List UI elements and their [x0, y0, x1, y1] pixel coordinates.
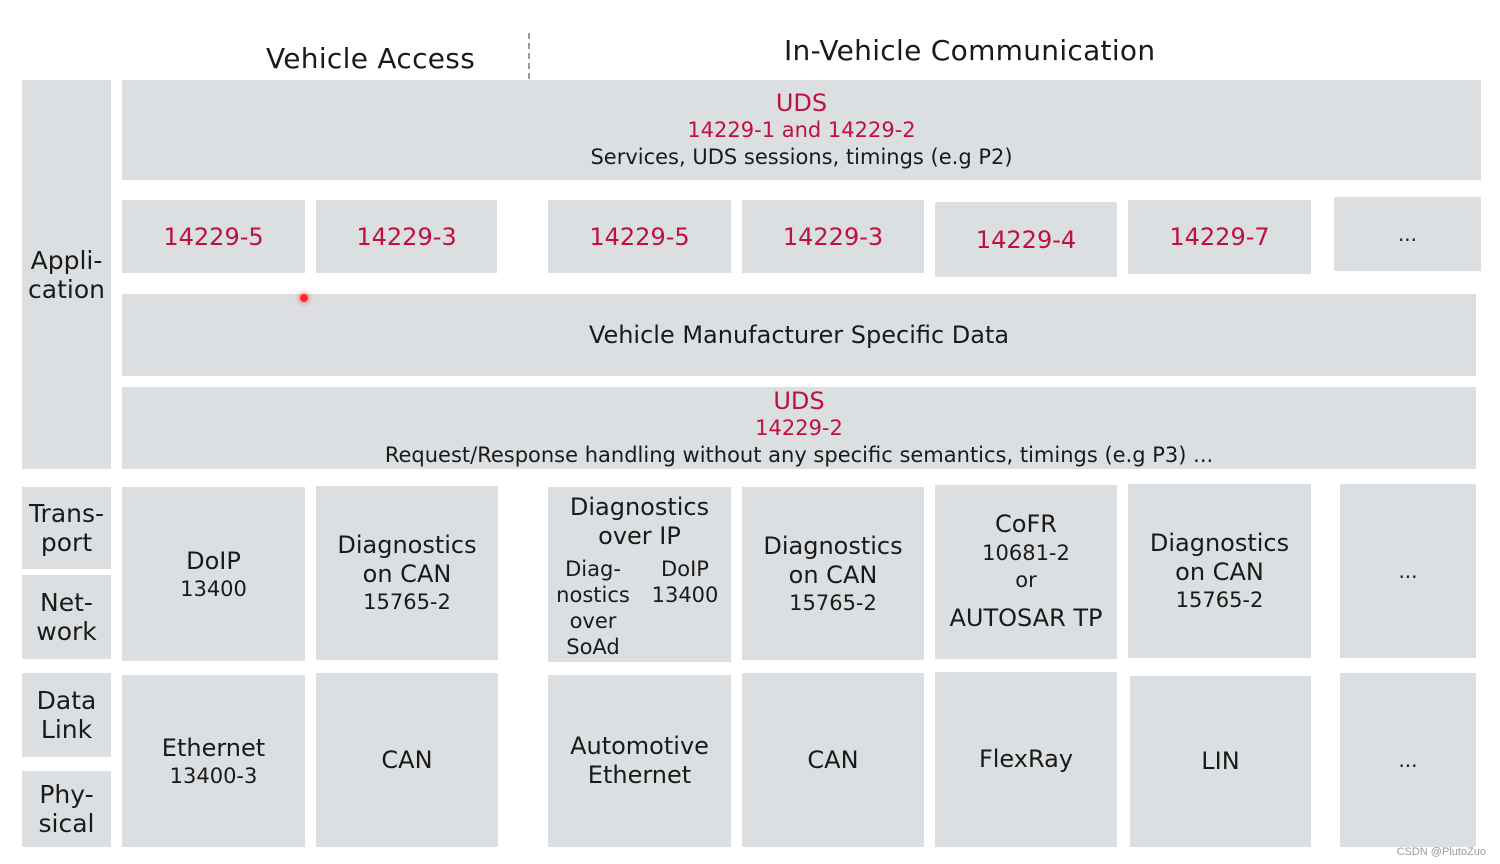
- doip-name: DoIP: [186, 546, 241, 575]
- cofr-or: or: [1015, 568, 1037, 592]
- flexray-physical: FlexRay: [935, 672, 1117, 847]
- vehicle-manufacturer-data: Vehicle Manufacturer Specific Data: [122, 294, 1476, 376]
- doip-iv-soad: Diag- nostics over SoAd: [556, 557, 630, 659]
- layer-transport-label: Trans- port: [28, 499, 105, 557]
- doip-iv-name: Diagnostics over IP: [569, 493, 710, 550]
- layer-application-label: Appli- cation: [28, 245, 105, 304]
- uds-services-block: UDS 14229-1 and 14229-2 Services, UDS se…: [122, 80, 1481, 180]
- uds-top-standards: 14229-1 and 14229-2: [687, 118, 916, 142]
- layer-network-label: Net- work: [36, 588, 97, 646]
- uds-bottom-description: Request/Response handling without any sp…: [384, 443, 1214, 467]
- cofr-transport: CoFR 10681-2 or AUTOSAR TP: [935, 485, 1117, 659]
- doip-transport-in-vehicle: Diagnostics over IP Diag- nostics over S…: [548, 487, 731, 662]
- uds-bottom-standard: 14229-2: [755, 416, 843, 440]
- can-physical-in-vehicle: CAN: [742, 673, 924, 847]
- app-part-14229-5-iv: 14229-5: [548, 200, 731, 273]
- mouse-pointer-indicator: [300, 294, 308, 302]
- watermark: CSDN @PlutoZuo: [1396, 846, 1486, 858]
- can-physical-vehicle-access: CAN: [316, 673, 498, 847]
- docan-va-name: Diagnostics on CAN: [337, 531, 477, 588]
- layer-physical: Phy- sical: [22, 771, 111, 847]
- lin-physical: LIN: [1130, 676, 1311, 847]
- in-vehicle-communication-header: In-Vehicle Communication: [784, 34, 1156, 67]
- docan-iv1-name: Diagnostics on CAN: [763, 531, 903, 589]
- app-part-14229-4: 14229-4: [935, 202, 1117, 277]
- uds-top-title: UDS: [775, 89, 828, 117]
- docan-iv1-standard: 15765-2: [789, 590, 877, 615]
- docan-transport-vehicle-access: Diagnostics on CAN 15765-2: [316, 486, 498, 660]
- cofr-standard: 10681-2: [982, 541, 1070, 565]
- docan-va-standard: 15765-2: [363, 590, 451, 614]
- app-part-14229-3-iv: 14229-3: [742, 200, 924, 273]
- doip-standard: 13400: [180, 576, 247, 601]
- uds-request-response-block: UDS 14229-2 Request/Response handling wi…: [122, 387, 1476, 469]
- layer-transport: Trans- port: [22, 487, 111, 569]
- cofr-name: CoFR: [995, 510, 1057, 538]
- doip-transport: DoIP 13400: [122, 487, 305, 661]
- vehicle-access-header: Vehicle Access: [266, 42, 476, 75]
- docan-transport-in-vehicle-2: Diagnostics on CAN 15765-2: [1128, 484, 1311, 658]
- physical-more: ...: [1340, 673, 1476, 847]
- transport-more: ...: [1340, 484, 1476, 658]
- ethernet-name: Ethernet: [161, 733, 266, 762]
- app-part-14229-3-docan: 14229-3: [316, 200, 497, 273]
- layer-data-link-label: Data Link: [36, 686, 97, 744]
- docan-iv2-standard: 15765-2: [1175, 588, 1264, 612]
- ethernet-physical: Ethernet 13400-3: [122, 675, 305, 847]
- layer-network: Net- work: [22, 575, 111, 659]
- docan-iv2-name: Diagnostics on CAN: [1149, 529, 1290, 586]
- layer-data-link: Data Link: [22, 673, 111, 757]
- ethernet-standard: 13400-3: [169, 763, 258, 788]
- layer-physical-label: Phy- sical: [38, 780, 95, 838]
- automotive-ethernet-physical: Automotive Ethernet: [548, 675, 731, 847]
- doip-iv-doip-name: DoIP: [661, 557, 709, 581]
- cofr-autosar-tp: AUTOSAR TP: [949, 604, 1103, 632]
- layer-application: Appli- cation: [22, 80, 111, 469]
- app-part-14229-7: 14229-7: [1128, 200, 1311, 274]
- doip-iv-doip-standard: 13400: [651, 583, 719, 607]
- app-part-more: ...: [1334, 197, 1481, 271]
- app-part-14229-5-doip: 14229-5: [122, 200, 305, 273]
- uds-bottom-title: UDS: [773, 387, 825, 415]
- section-divider: [528, 33, 530, 79]
- uds-top-description: Services, UDS sessions, timings (e.g P2): [590, 145, 1013, 169]
- docan-transport-in-vehicle-1: Diagnostics on CAN 15765-2: [742, 487, 924, 660]
